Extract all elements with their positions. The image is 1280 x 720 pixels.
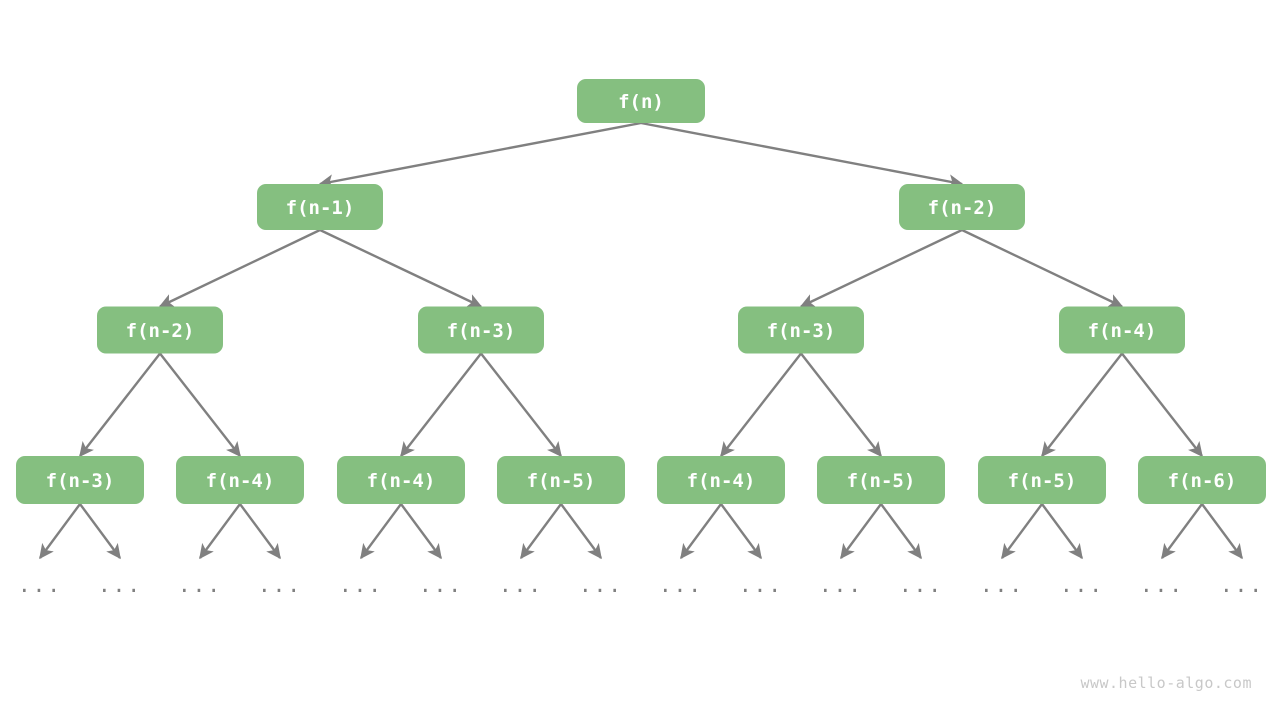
tree-node[interactable]: f(n-4) [657,456,785,504]
nodes-layer: f(n) f(n-1) f(n-2) f(n-2) f(n-3) f(n-3) f(n-4)… [16,79,1266,504]
ellipsis-marker: ... [18,573,62,597]
tree-edge [319,228,483,308]
node-label: f(n-5) [1008,470,1077,492]
node-label: f(n-5) [847,470,916,492]
tree-node[interactable]: f(n-3) [418,306,544,354]
leaf-stub-edge [680,503,722,560]
node-label: f(n-4) [206,470,275,492]
node-label: f(n-4) [367,470,436,492]
tree-edge [800,352,882,458]
ellipses-layer: ........................................… [18,573,1264,597]
leaf-stub-edge [840,503,882,560]
node-box [418,306,544,354]
ellipsis-marker: ... [899,573,943,597]
node-label: f(n-2) [928,197,997,219]
leaf-stub-edge [1001,503,1043,560]
ellipsis-marker: ... [1060,573,1104,597]
tree-node[interactable]: f(n-3) [16,456,144,504]
node-label: f(n-1) [286,197,355,219]
tree-node[interactable]: f(n-4) [176,456,304,504]
leaf-stub-edge [1201,503,1243,560]
tree-node[interactable]: f(n-2) [97,306,223,354]
leaf-stub-edge [39,503,81,560]
node-label: f(n) [618,91,664,113]
tree-node[interactable]: f(n-1) [257,184,383,230]
node-box [337,456,465,504]
node-box [1059,306,1185,354]
node-box [97,306,223,354]
tree-edge [1121,352,1203,458]
node-label: f(n-3) [46,470,115,492]
node-label: f(n-5) [527,470,596,492]
tree-edge [1041,352,1123,458]
watermark: www.hello-algo.com [1080,674,1252,692]
node-box [497,456,625,504]
leaf-stub-edge [199,503,241,560]
leaf-stub-edge [720,503,762,560]
tree-node[interactable]: f(n-4) [1059,306,1185,354]
tree-node[interactable]: f(n-5) [978,456,1106,504]
node-box [817,456,945,504]
node-label: f(n-4) [687,470,756,492]
ellipsis-marker: ... [739,573,783,597]
ellipsis-marker: ... [980,573,1024,597]
tree-edge [400,352,482,458]
leaf-stub-edge [520,503,562,560]
node-label: f(n-6) [1168,470,1237,492]
node-label: f(n-2) [126,320,195,342]
tree-node[interactable]: f(n-5) [817,456,945,504]
leaf-stub-edge [560,503,602,560]
tree-edge [318,121,642,189]
tree-node[interactable]: f(n-2) [899,184,1025,230]
node-box [257,184,383,230]
node-box [1138,456,1266,504]
edges-layer [79,121,1203,458]
leaf-stub-edge [360,503,402,560]
ellipsis-marker: ... [1140,573,1184,597]
leaf-stub-edge [880,503,922,560]
node-box [176,456,304,504]
node-box [899,184,1025,230]
tree-edge [799,228,963,308]
tree-edge [640,121,964,189]
ellipsis-marker: ... [178,573,222,597]
node-box [657,456,785,504]
leaf-stub-edge [400,503,442,560]
tree-edge [720,352,802,458]
ellipsis-marker: ... [98,573,142,597]
tree-node[interactable]: f(n-5) [497,456,625,504]
node-box [978,456,1106,504]
leaf-stub-edge [1041,503,1083,560]
ellipsis-marker: ... [659,573,703,597]
tree-edge [480,352,562,458]
ellipsis-marker: ... [579,573,623,597]
leaf-stub-edge [1161,503,1203,560]
ellipsis-marker: ... [339,573,383,597]
leaf-stubs-layer [39,503,1243,560]
tree-node[interactable]: f(n-4) [337,456,465,504]
tree-node[interactable]: f(n-3) [738,306,864,354]
node-label: f(n-3) [767,320,836,342]
node-label: f(n-4) [1088,320,1157,342]
ellipsis-marker: ... [499,573,543,597]
tree-edge [79,352,161,458]
tree-node[interactable]: f(n-6) [1138,456,1266,504]
ellipsis-marker: ... [419,573,463,597]
node-box [577,79,705,123]
node-box [16,456,144,504]
node-label: f(n-3) [447,320,516,342]
ellipsis-marker: ... [819,573,863,597]
tree-node[interactable]: f(n) [577,79,705,123]
tree-edge [961,228,1124,308]
leaf-stub-edge [239,503,281,560]
ellipsis-marker: ... [258,573,302,597]
node-box [738,306,864,354]
tree-edge [159,352,241,458]
tree-edge [158,228,321,308]
leaf-stub-edge [79,503,121,560]
ellipsis-marker: ... [1220,573,1264,597]
